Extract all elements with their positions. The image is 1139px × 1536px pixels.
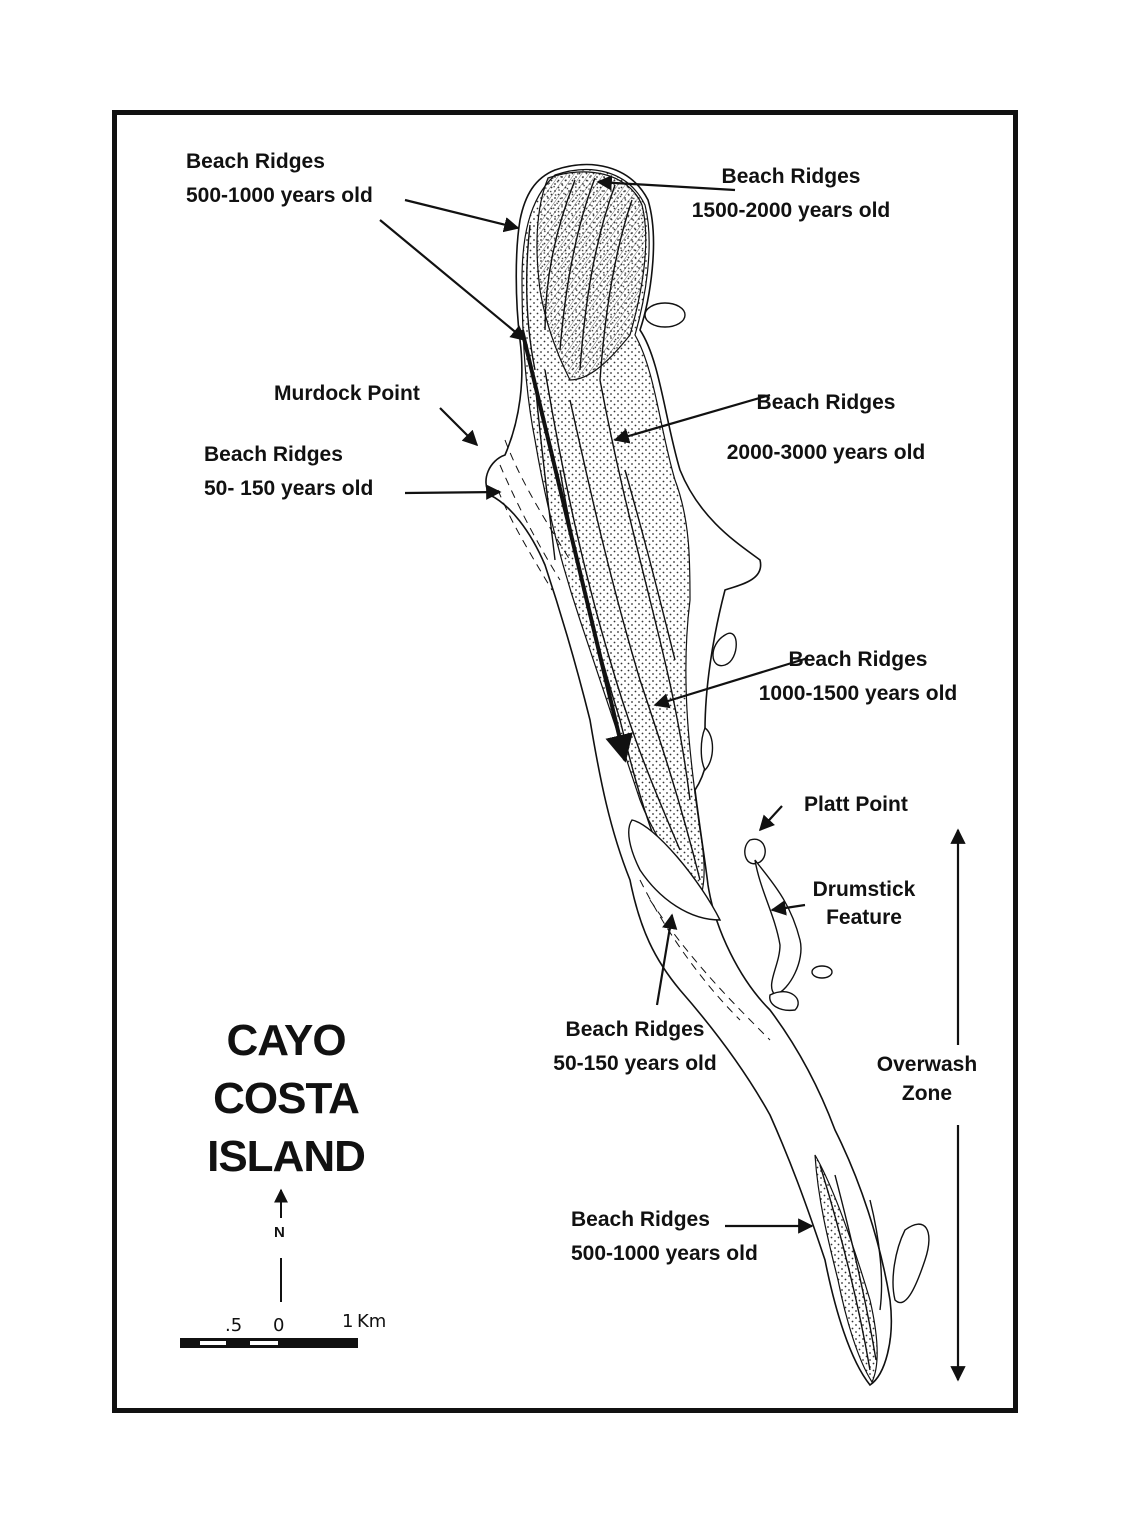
pointer-arrows [379,175,966,1382]
map-frame [112,110,1018,1413]
small-islands [628,302,930,1304]
scale-unit: Km [357,1311,387,1332]
label-platt-point: Platt Point [804,793,908,816]
label-murdock-point: Murdock Point [274,382,420,405]
scale-bar [180,1338,358,1348]
transect-line [520,329,633,763]
scale-tick-zero: 0 [273,1315,285,1336]
young-ridge-dashes [497,439,771,1041]
ridge-lines [526,177,883,1371]
scale-tick-half: .5 [225,1315,243,1336]
scale-tick-one: 1 [342,1311,354,1332]
north-label: N [274,1224,285,1241]
